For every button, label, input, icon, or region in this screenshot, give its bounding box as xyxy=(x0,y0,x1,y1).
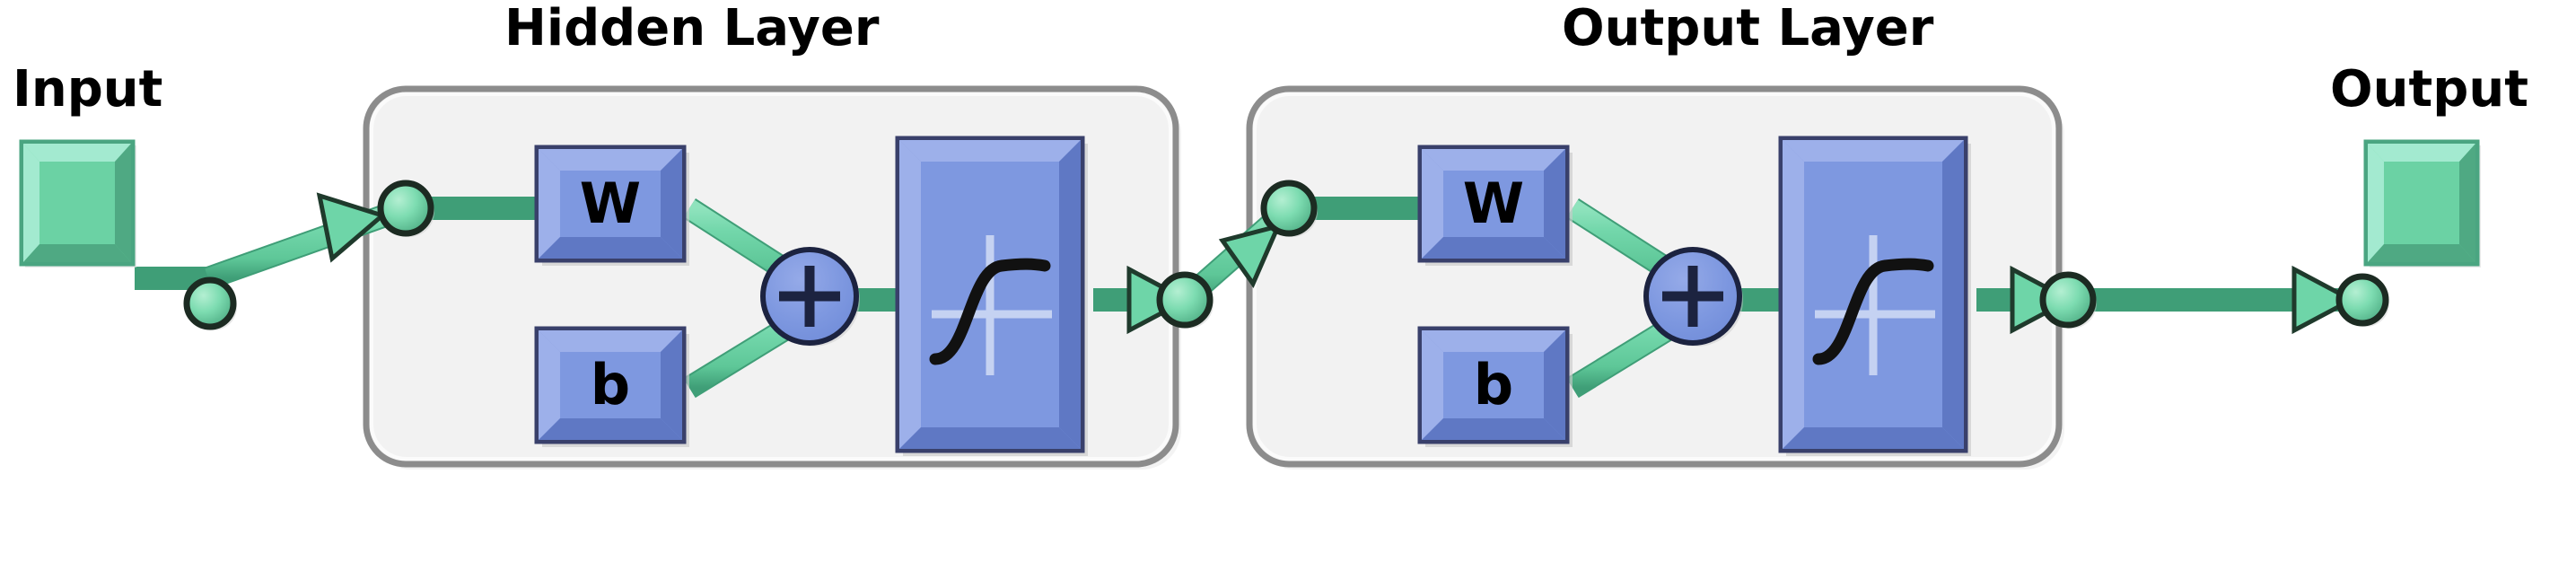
connector-nodes xyxy=(183,180,2389,330)
node-input-out[interactable] xyxy=(183,277,237,330)
svg-text:b: b xyxy=(1474,352,1513,417)
output-bias-block[interactable]: b xyxy=(1417,326,1573,447)
arrow-into-output-layer xyxy=(1218,223,1283,289)
output-layer-label: Output Layer xyxy=(1562,0,1934,57)
hidden-bias-block[interactable]: b xyxy=(534,326,689,447)
hidden-weight-block[interactable]: W xyxy=(534,145,689,266)
node-hidden-out[interactable] xyxy=(1156,271,1214,329)
output-weight-block[interactable]: W xyxy=(1417,145,1573,266)
node-output-in[interactable] xyxy=(2335,273,2389,327)
input-block[interactable] xyxy=(19,139,136,268)
node-hidden-in[interactable] xyxy=(377,180,434,237)
output-label: Output xyxy=(2330,60,2528,119)
node-output-layer-in[interactable] xyxy=(1260,180,1318,237)
output-block[interactable] xyxy=(2363,139,2481,268)
output-activation-block[interactable] xyxy=(1778,136,1971,456)
input-label: Input xyxy=(13,60,163,119)
output-sum-node[interactable] xyxy=(1643,247,1743,347)
arrow-to-output-block xyxy=(2291,265,2357,335)
hidden-activation-block[interactable] xyxy=(895,136,1088,456)
hidden-sum-node[interactable] xyxy=(760,247,860,347)
arrow-into-hidden xyxy=(316,192,388,263)
node-output-layer-out[interactable] xyxy=(2039,271,2097,329)
hidden-layer-label: Hidden Layer xyxy=(504,0,880,57)
svg-text:W: W xyxy=(1463,171,1524,236)
svg-text:b: b xyxy=(591,352,630,417)
svg-text:W: W xyxy=(580,171,641,236)
